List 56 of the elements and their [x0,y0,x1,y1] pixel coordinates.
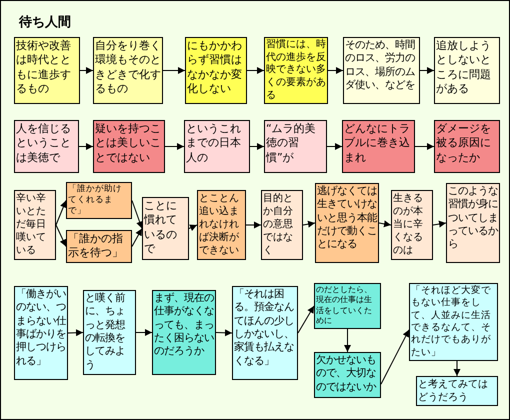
text-box: まず、現在の仕事がなくなっても、まったく困らないのだろうか [152,290,216,375]
text-box: 辛い辛いとただ毎日嘆いている [14,190,56,260]
text-box: 「誰かが助けてくれるまで」 [66,182,132,219]
arrow [432,220,446,228]
arrow [188,224,198,231]
text-box: 技術や改善は時代とともに進歩するもの [14,37,80,104]
text-box: とことん追い込まれなければ決断ができない [197,190,246,260]
text-box: 生きるのが本当に辛くなるのは [391,190,433,260]
text-box: 自分をり巻く環境もそのときどきで化するもの [93,37,163,104]
text-box: ダメージを被る原因になったか [434,120,500,173]
text-box: 追放しようとしないところに問題がある [434,37,500,104]
arrow [378,220,392,228]
text-box: このような習慣が身についてしまっているから [446,183,500,263]
text-box: ことに慣れているので [142,197,189,260]
arrow [56,224,66,247]
arrow [56,200,67,226]
arrow [164,143,184,150]
text-box: というこれまでの日本人の [184,120,250,173]
arrow [414,143,434,150]
arrow [246,67,264,74]
arrow [344,328,351,352]
arrow [132,200,143,229]
text-box: どんなにトラブルに巻き込まれ [342,120,415,173]
text-box: にもかかわらず習慣はなかなか変化しない [185,37,247,104]
arrow [136,329,152,336]
text-box: 目的とか自分の意思ではなく [261,190,303,260]
arrow [78,143,94,150]
arrow [420,67,434,74]
arrow [326,143,342,150]
text-box: 「働きがいのない、つまらない仕事ばかりを押しつけられる」 [14,286,68,380]
text-box: 「それほど大変でもない仕事をして、人並みに生活できるなんて、それだけでもありがたい」 [409,283,498,361]
text-box: 欠かせないもので、大切なのではないか [314,352,381,398]
text-box: と考えてみてはどうだろう [416,376,498,406]
arrow [246,222,262,228]
arrow [328,67,344,74]
text-box: 疑いを持つことは美しいことではない [93,120,165,173]
arrow [250,143,264,150]
text-box: のだとしたら、現在の仕事は生活をしていくために [314,283,381,329]
arrow [216,329,232,336]
text-box: と嘆く前に、ちょっと発想の転換をしてみよう [83,290,136,375]
arrow [302,220,316,228]
arrow [454,360,460,376]
text-box: 逃げなくては生きていけないと思う本能だけで動くことになる [315,183,379,263]
title: 待ち人間 [19,14,71,31]
text-box: 「それは困る。預金なんてほんの少ししかないし、家賃も払えなくなる」 [232,286,298,380]
arrow [68,329,84,336]
text-box: “ムラ的美徳の習慣”が [264,120,327,173]
arrow [380,329,410,385]
arrow [162,67,186,74]
text-box: 習慣には、時代の進歩を反映できない多くの要素がある [264,37,328,104]
text-box: そのため、時間のロス、労力のロス、場所のムダ使い、などを [343,37,420,104]
arrow [298,306,314,334]
arrow [132,228,142,247]
arrow [80,67,94,74]
text-box: 人を信じるということは美徳で [14,120,79,173]
text-box: 「誰かの指示を待つ」 [66,230,132,263]
